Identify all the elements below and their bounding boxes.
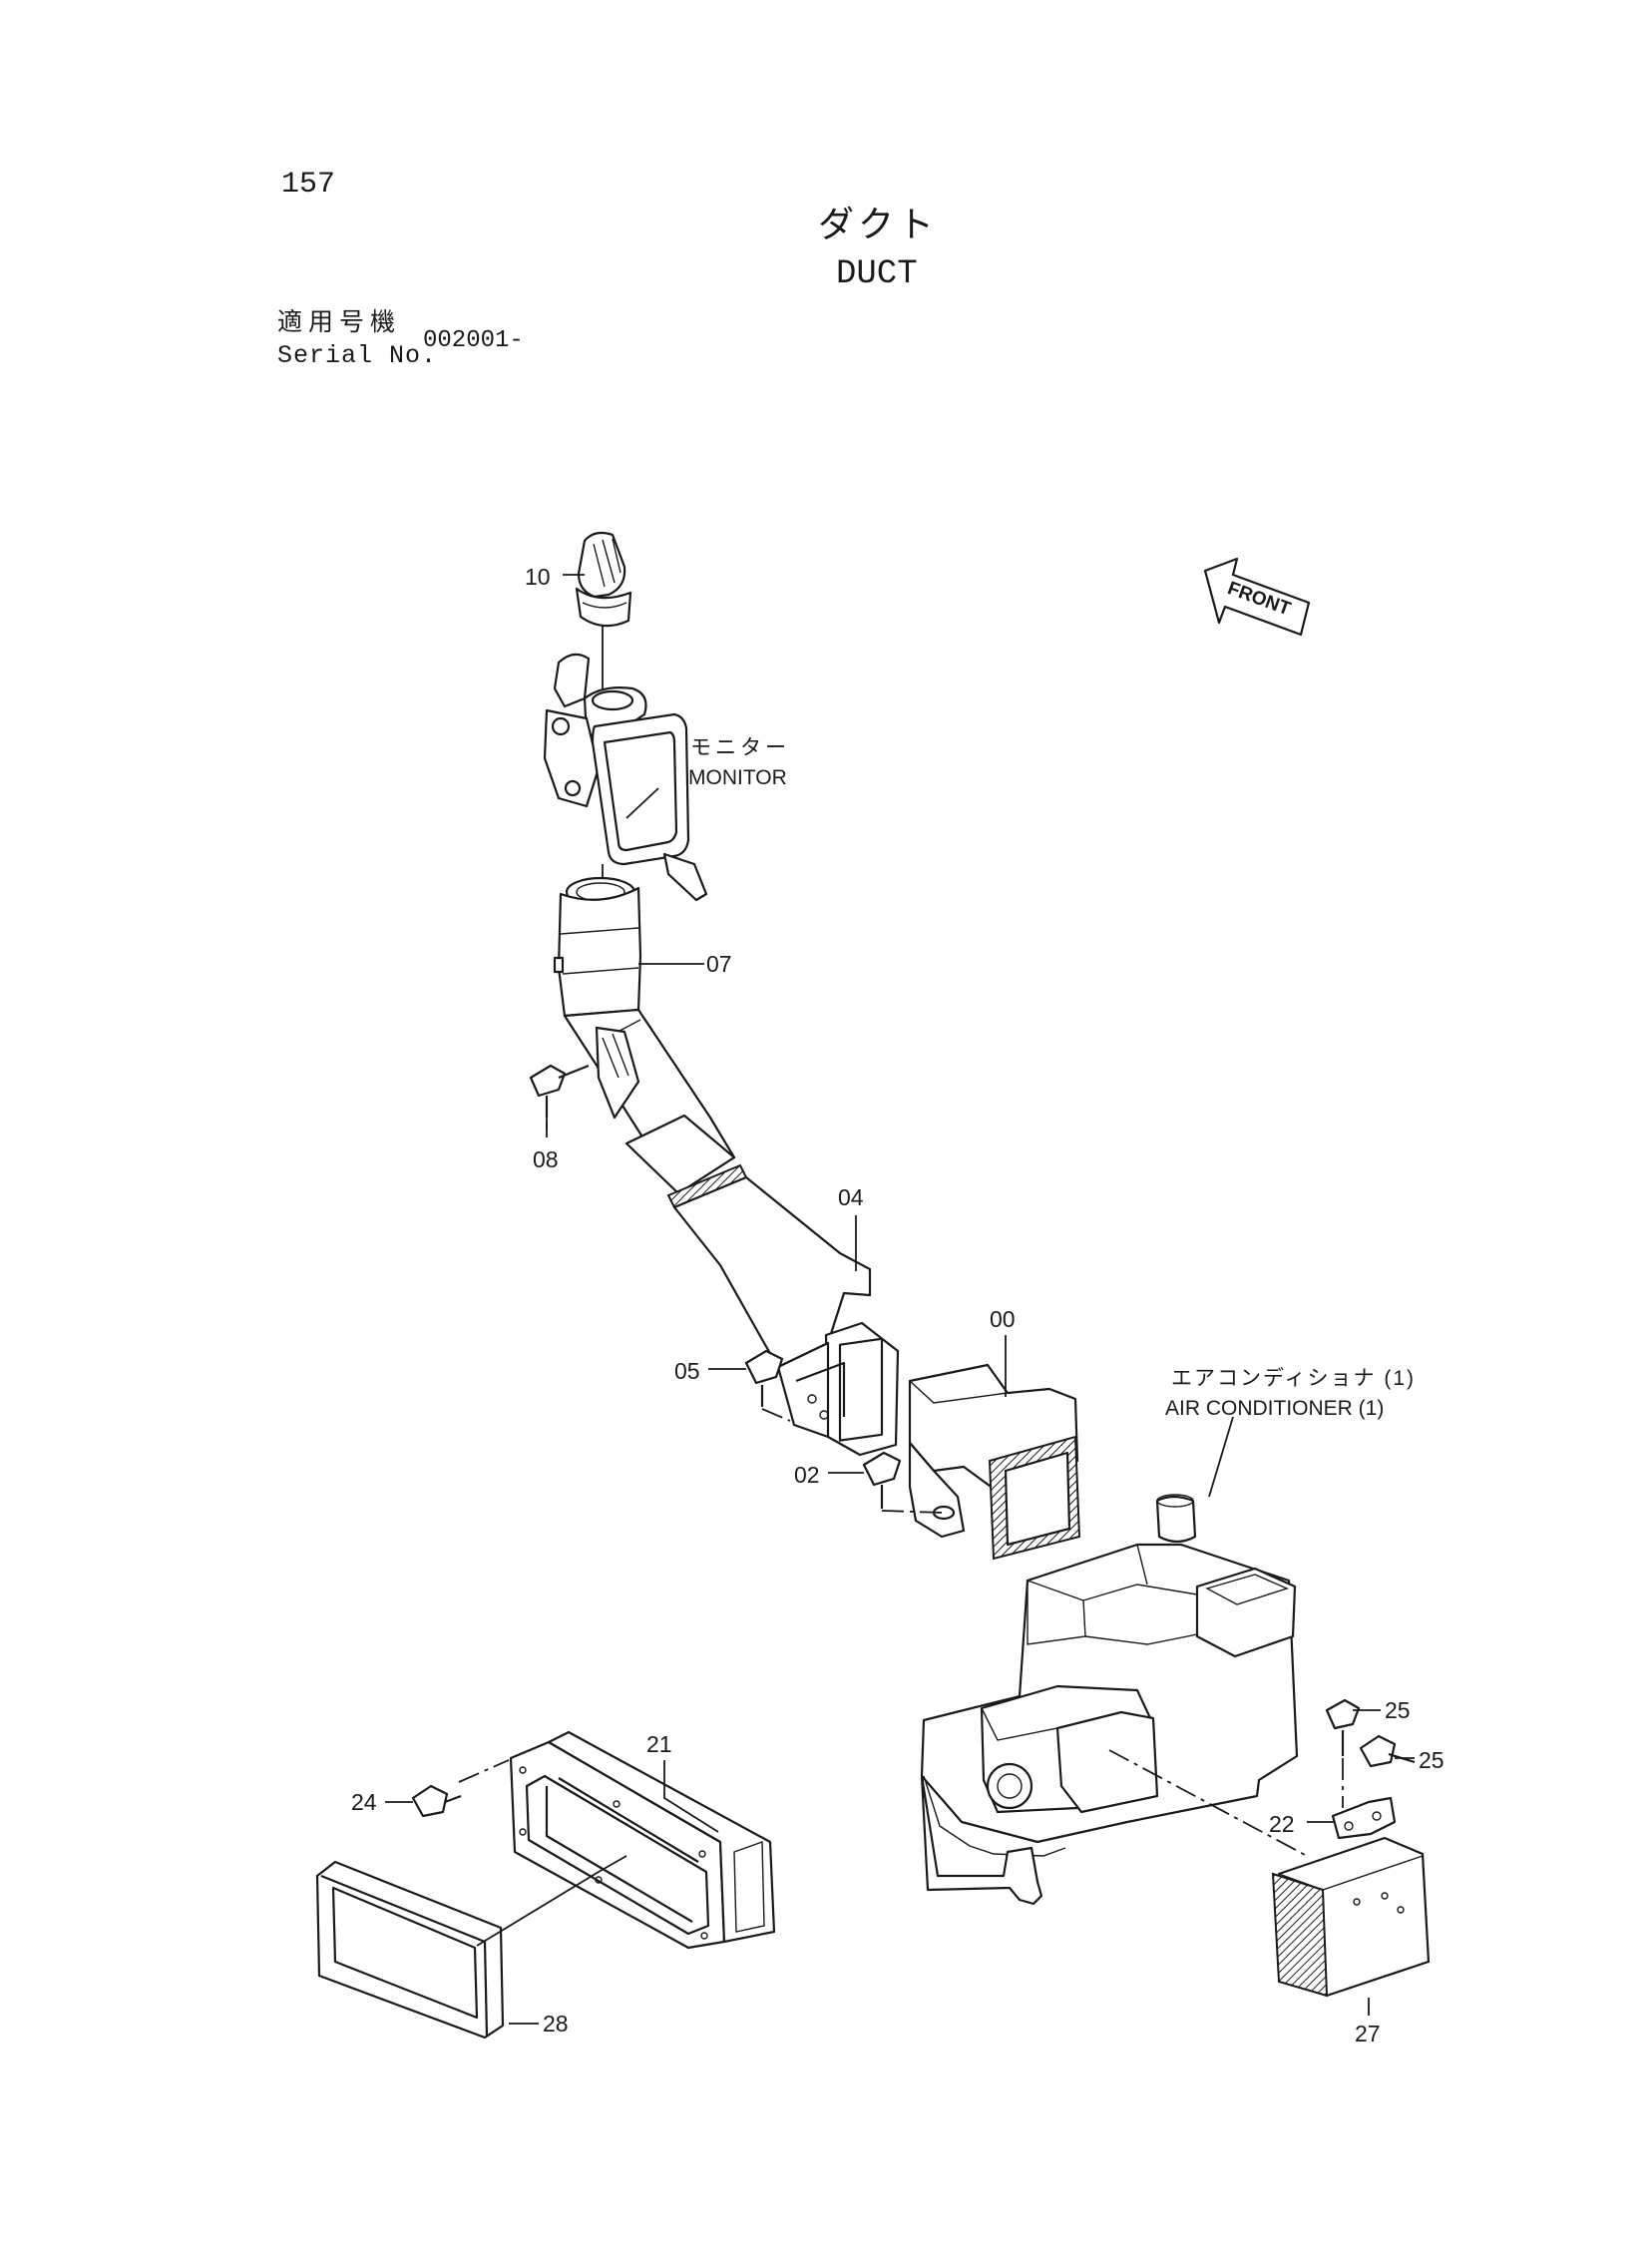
callout-21: 21 (646, 1731, 672, 1757)
part-00-duct-adapter (908, 1363, 1081, 1561)
part-27-filter-box (1108, 1749, 1431, 1998)
part-24-bolt (411, 1784, 462, 1818)
part-22-bracket (1331, 1796, 1397, 1840)
callout-04: 04 (838, 1184, 864, 1210)
serial-label-english: Serial No. (277, 341, 438, 370)
callout-07: 07 (706, 951, 732, 977)
callout-08: 08 (533, 1146, 559, 1172)
part-05-bolt (744, 1349, 791, 1422)
part-21-duct-frame (458, 1730, 776, 1950)
air-conditioner-unit (920, 1494, 1299, 1906)
callout-leaders (385, 574, 1415, 2025)
callout-10: 10 (525, 564, 551, 590)
part-02-bolt (862, 1451, 945, 1514)
aircon-label-japanese: エアコンディショナ (1) (1171, 1367, 1416, 1390)
part-07-upper-duct (553, 864, 736, 1195)
part-08-bolt (529, 1064, 590, 1137)
page-number: 157 (281, 168, 336, 202)
monitor-label-english: MONITOR (688, 766, 787, 789)
serial-number-value: 002001- (423, 327, 524, 354)
front-direction-arrow-icon: FRONT (1203, 557, 1311, 637)
callout-24: 24 (351, 1789, 377, 1815)
title-japanese: ダクト (818, 205, 939, 245)
aircon-label-english: AIR CONDITIONER (1) (1165, 1397, 1384, 1420)
callout-05: 05 (674, 1358, 700, 1384)
monitor-assembly (543, 653, 708, 902)
part-10-vent-louver (575, 531, 632, 698)
part-04-lower-duct (672, 1175, 900, 1457)
serial-label-japanese: 適用号機 (277, 307, 402, 336)
callout-28: 28 (543, 2011, 569, 2037)
callout-25-lower: 25 (1419, 1747, 1445, 1773)
callout-27: 27 (1355, 2021, 1381, 2046)
callout-22: 22 (1269, 1811, 1295, 1837)
callout-25-upper: 25 (1385, 1697, 1411, 1723)
callout-02: 02 (794, 1462, 820, 1488)
part-28-filter (315, 1855, 627, 2039)
title-english: DUCT (836, 255, 918, 293)
monitor-label-japanese: モニター (690, 736, 790, 759)
callout-00: 00 (990, 1306, 1016, 1332)
